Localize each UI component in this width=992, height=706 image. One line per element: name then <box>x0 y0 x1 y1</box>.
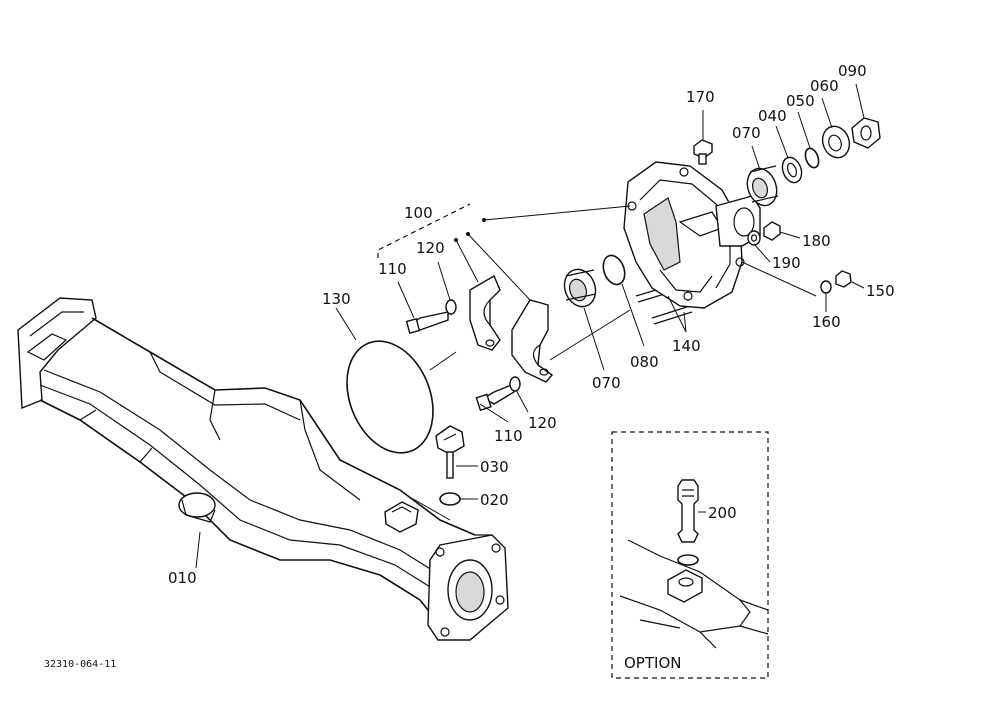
washer-190 <box>747 230 761 246</box>
label-200: 200 <box>708 504 737 522</box>
label-040: 040 <box>758 107 787 125</box>
label-170: 170 <box>686 88 715 106</box>
axle-housing <box>17 297 509 641</box>
part-labels: 010 020 030 040 050 060 070 070 080 090 … <box>168 62 895 587</box>
leader-lines <box>195 83 865 569</box>
label-110-upper: 110 <box>378 260 407 278</box>
washer-020 <box>439 492 461 506</box>
ring-050 <box>804 147 820 169</box>
bolt-170 <box>693 139 713 165</box>
label-150: 150 <box>866 282 895 300</box>
bearing-cap-upper <box>469 274 501 351</box>
label-030: 030 <box>480 458 509 476</box>
label-020: 020 <box>480 491 509 509</box>
label-100: 100 <box>404 204 433 222</box>
bolt-110-lower <box>475 382 515 412</box>
bearing-cap-lower <box>511 299 554 383</box>
washer-120-lower <box>509 376 521 392</box>
label-140: 140 <box>672 337 701 355</box>
bearing-070-center <box>563 268 597 308</box>
washer-120-upper <box>445 299 457 315</box>
label-110-lower: 110 <box>494 427 523 445</box>
label-160: 160 <box>812 313 841 331</box>
label-080: 080 <box>630 353 659 371</box>
label-090: 090 <box>838 62 867 80</box>
ring-080 <box>602 254 626 286</box>
bolt-110-upper <box>405 311 449 334</box>
label-060: 060 <box>810 77 839 95</box>
label-120-lower: 120 <box>528 414 557 432</box>
bearing-070-right <box>746 165 779 207</box>
option-box <box>611 431 769 679</box>
seal-040 <box>781 156 803 184</box>
collar-060 <box>821 125 851 159</box>
bearing-housing <box>623 161 761 309</box>
nut-090 <box>851 117 881 149</box>
label-010: 010 <box>168 569 197 587</box>
nut-150 <box>835 270 852 288</box>
o-ring-130 <box>346 340 434 454</box>
label-190: 190 <box>772 254 801 272</box>
label-120-upper: 120 <box>416 239 445 257</box>
label-070-center: 070 <box>592 374 621 392</box>
label-130: 130 <box>322 290 351 308</box>
seal-040-inner <box>786 162 798 178</box>
label-180: 180 <box>802 232 831 250</box>
label-050: 050 <box>786 92 815 110</box>
bolt-180 <box>763 221 781 241</box>
option-label: OPTION <box>624 654 681 672</box>
plug-030 <box>435 425 465 479</box>
drawing-number: 32310-064-11 <box>44 659 116 670</box>
washer-160 <box>820 280 832 294</box>
label-070-right: 070 <box>732 124 761 142</box>
